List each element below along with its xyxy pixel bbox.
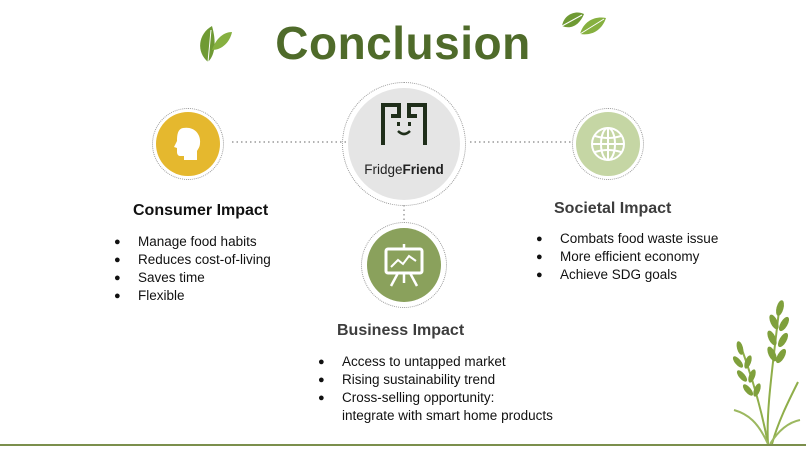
leaf-icon — [561, 12, 606, 35]
societal-heading: Societal Impact — [554, 200, 672, 217]
business-list: Access to untapped market Rising sustain… — [316, 353, 553, 425]
business-circle-fill — [367, 228, 441, 302]
business-circle — [361, 222, 447, 308]
consumer-list: Manage food habits Reduces cost-of-livin… — [112, 233, 271, 305]
list-item: Cross-selling opportunity: — [316, 389, 553, 407]
societal-circle — [572, 108, 644, 180]
societal-list: Combats food waste issue More efficient … — [534, 230, 718, 284]
consumer-circle-fill — [156, 112, 220, 176]
list-item: Combats food waste issue — [534, 230, 718, 248]
globe-icon — [591, 127, 625, 161]
consumer-circle — [152, 108, 224, 180]
societal-circle-fill — [576, 112, 640, 176]
leaf-icon — [200, 26, 232, 63]
list-item: Manage food habits — [112, 233, 271, 251]
brand-circle — [342, 82, 466, 206]
page-title: Conclusion — [275, 17, 531, 69]
brand-name-prefix: Fridge — [364, 162, 403, 177]
list-item: Reduces cost-of-living — [112, 251, 271, 269]
list-item: More efficient economy — [534, 248, 718, 266]
list-item-continuation: integrate with smart home products — [342, 408, 553, 423]
head-profile-icon — [174, 127, 201, 160]
brand-circle-fill: FridgeFriend — [348, 88, 460, 200]
business-heading: Business Impact — [337, 322, 465, 339]
list-item: Flexible — [112, 287, 271, 305]
wheat-icon — [732, 300, 801, 445]
list-item: Saves time — [112, 269, 271, 287]
consumer-heading: Consumer Impact — [133, 202, 269, 219]
bottom-divider — [0, 444, 806, 446]
list-item: Access to untapped market — [316, 353, 553, 371]
brand-name: FridgeFriend — [348, 162, 460, 177]
presentation-board-icon — [384, 244, 424, 287]
brand-name-suffix: Friend — [402, 162, 444, 177]
fridge-logo-icon — [381, 103, 427, 145]
list-item: Rising sustainability trend — [316, 371, 553, 389]
list-item: Achieve SDG goals — [534, 266, 718, 284]
